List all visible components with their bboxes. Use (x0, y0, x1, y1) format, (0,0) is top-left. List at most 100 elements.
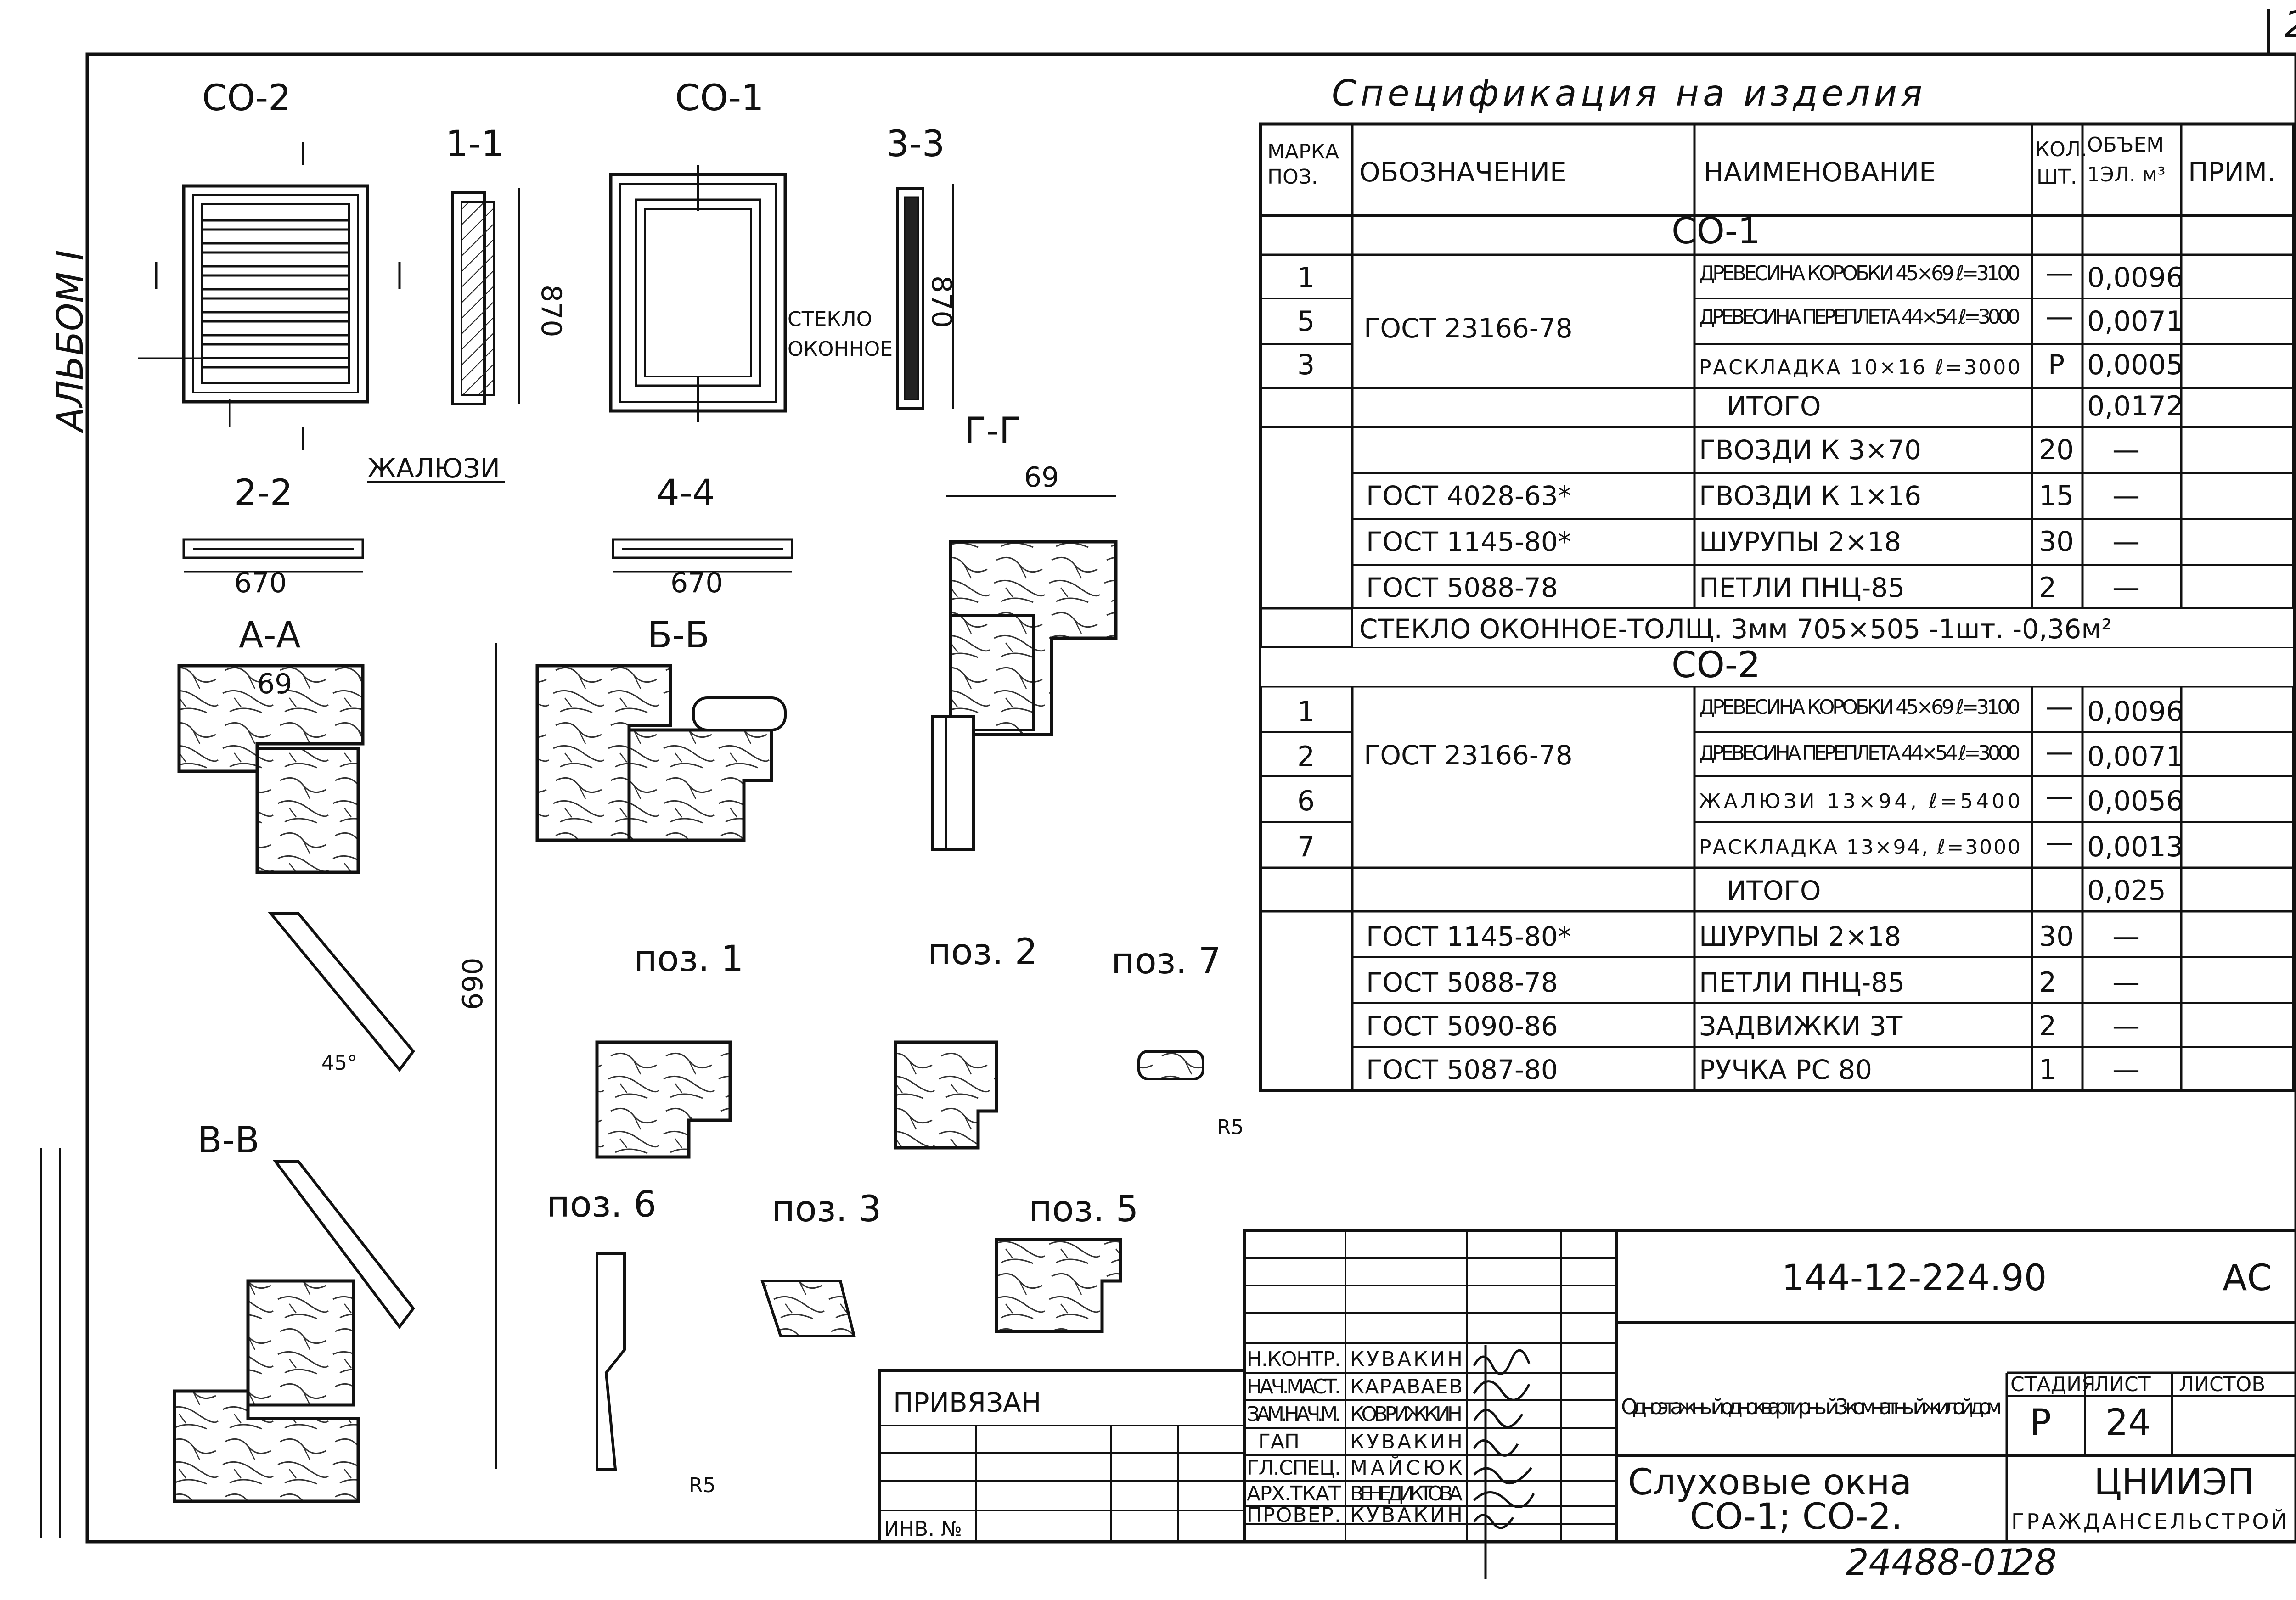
co2-hw4-desig: ГОСТ 5087-80 (1366, 1054, 1558, 1085)
co2-hw3-qty: 2 (2039, 1010, 2056, 1042)
drawing-text: ШТ. (2037, 165, 2077, 189)
signer-name-6: ВЕНЕДИКТОВА (1350, 1482, 1463, 1505)
glass-line: СТЕКЛО ОКОННОЕ-ТОЛЩ. 3мм 705×505 -1шт. -… (1359, 613, 2112, 645)
co2-hw4-vol: — (2112, 1054, 2140, 1086)
dim-870-b: 870 (925, 275, 957, 328)
drawing-text: 1ЭЛ. м³ (2087, 163, 2166, 186)
sec-3-3-label: 3-3 (886, 124, 945, 165)
co1-row2-vol: 0,0071 (2087, 305, 2183, 337)
section-b-b: Б-Б (535, 615, 787, 842)
co2-hw4-name: РУЧКА РС 80 (1699, 1054, 1872, 1085)
co2-row4-name: РАСКЛАДКА 13×94, ℓ=3000 (1699, 836, 2020, 859)
drawing-text: ПОЗ. (1267, 165, 1318, 189)
margin-stamp (40, 1148, 61, 1538)
section-2-2: 2-2 670 (182, 472, 364, 599)
co1-row1-qty: — (2046, 257, 2073, 289)
dim-670-a: 670 (234, 567, 287, 599)
co2-row3-qty: — (2046, 780, 2073, 813)
co1-hw4-qty: 2 (2039, 572, 2056, 604)
sheet-header: ЛИСТ (2094, 1373, 2151, 1396)
signer-role-1: Н.КОНТР. (1247, 1347, 1341, 1371)
co1-row1-vol: 0,0096 (2087, 262, 2183, 294)
doc-code: 144-12-224.90 (1782, 1258, 2047, 1299)
poz1-label: поз. 1 (634, 938, 743, 980)
spec-group-co2: СО-2 (1671, 645, 1761, 686)
project-title: Одноэтажный одноквартирный 3-комнатный ж… (1621, 1394, 2002, 1419)
co2-total-label: ИТОГО (1727, 875, 1821, 906)
co1-row2-qty: — (2046, 301, 2073, 333)
bottom-code: 24488-01 (1846, 1542, 2019, 1583)
co1-hw4-desig: ГОСТ 5088-78 (1366, 572, 1558, 603)
co2-row2-name: ДРЕВЕСИНА ПЕРЕПЛЕТА 44×54 ℓ=3000 (1699, 741, 2020, 765)
co1-desig: ГОСТ 23166-78 (1364, 313, 1573, 344)
signer-role-3: ЗАМ.НАЧ.М. (1247, 1403, 1341, 1426)
sec-vv-label: В-В (197, 1120, 259, 1161)
co2-total: 0,025 (2087, 875, 2166, 907)
poz3-label: поз. 3 (771, 1189, 881, 1230)
album-label: АЛЬБОМ I (50, 250, 91, 434)
org-1: ЦНИИЭП (2094, 1462, 2254, 1503)
co2-row4-qty: — (2046, 826, 2073, 859)
co2-elevation: СО-2 (138, 78, 401, 450)
co2-row1-pos: 1 (1297, 696, 1315, 728)
co2-row4-pos: 7 (1297, 831, 1315, 863)
spec-table: Спецификация на изделия МАРКА ПОЗ. ОБОЗН… (1259, 73, 2296, 1092)
co2-hw1-desig: ГОСТ 1145-80* (1366, 921, 1571, 952)
co1-row2-pos: 5 (1297, 305, 1315, 337)
blinds-label: ЖАЛЮЗИ (367, 453, 500, 484)
co1-row1-pos: 1 (1297, 262, 1315, 294)
co2-row1-qty: — (2046, 691, 2073, 723)
sec-1-1-label: 1-1 (445, 124, 504, 165)
signatures (1473, 1345, 1535, 1579)
co1-hw4-vol: — (2112, 572, 2140, 604)
poz2-label: поз. 2 (928, 932, 1037, 973)
section-g-g: Г-Г 69 (931, 410, 1118, 851)
co1-row3-qty: Р (2048, 349, 2065, 381)
co2-row1-vol: 0,0096 (2087, 696, 2183, 728)
r5-label-a: R5 (1217, 1116, 1244, 1139)
sheet-title-1: Слуховые окна (1628, 1462, 1912, 1503)
poz-details: поз. 1 поз. 2 поз. 7 R5 поз. 6 R5 поз. 3… (546, 932, 1244, 1497)
signer-name-3: КОВРИЖКИН (1350, 1403, 1463, 1426)
spec-header-qty: КОЛ. (2035, 138, 2087, 161)
signer-role-4: ГАП (1258, 1430, 1300, 1454)
signer-role-5: ГЛ.СПЕЦ. (1247, 1456, 1341, 1480)
co2-row3-vol: 0,0056 (2087, 785, 2183, 817)
signer-role-6: АРХ.ТКАТ (1247, 1482, 1341, 1505)
spec-header-vol: ОБЪЕМ (2087, 133, 2164, 157)
co2-hw1-vol: — (2112, 921, 2140, 953)
r5-label-b: R5 (689, 1474, 716, 1497)
spec-header-note: ПРИМ. (2188, 157, 2275, 188)
co2-row3-pos: 6 (1297, 785, 1315, 817)
glass-label-1: СТЕКЛО (788, 308, 872, 331)
section-v-v: В-В (173, 1120, 415, 1503)
co2-hw3-desig: ГОСТ 5090-86 (1366, 1011, 1558, 1042)
doc-mark: АС (2223, 1258, 2272, 1299)
co1-hw1-qty: 20 (2039, 434, 2074, 466)
co1-hw1-vol: — (2112, 434, 2140, 466)
co2-row4-vol: 0,0013 (2087, 831, 2183, 863)
inv-label: ИНВ. № (884, 1517, 962, 1541)
sheet-title-2: СО-1; СО-2. (1690, 1496, 1902, 1538)
co2-row3-name: ЖАЛЮЗИ 13×94, ℓ=5400 (1699, 790, 2020, 813)
dim-670-b: 670 (670, 567, 723, 599)
section-3-3: 3-3 870 (886, 124, 957, 410)
signer-name-2: КАРАВАЕВ (1350, 1375, 1463, 1398)
spec-group-co1: СО-1 (1671, 211, 1761, 252)
sheet-value: 24 (2105, 1402, 2151, 1443)
org-2: ГРАЖДАНСЕЛЬСТРОЙ (2011, 1509, 2287, 1534)
co1-hw2-vol: — (2112, 480, 2140, 512)
co1-hw3-name: ШУРУПЫ 2×18 (1699, 526, 1901, 557)
dim-69-gg: 69 (1024, 461, 1059, 494)
signer-name-4: КУВАКИН (1350, 1430, 1463, 1454)
co1-hw2-name: ГВОЗДИ К 1×16 (1699, 480, 1921, 511)
section-a-a: А-А 69 45° 690 (177, 615, 497, 1469)
co1-total: 0,0172 (2087, 390, 2183, 422)
bound-label: ПРИВЯЗАН (893, 1387, 1041, 1418)
co2-hw3-name: ЗАДВИЖКИ 3Т (1699, 1011, 1903, 1042)
co1-hw3-qty: 30 (2039, 526, 2074, 558)
co1-row3-vol: 0,0005 (2087, 349, 2183, 381)
co2-hw2-qty: 2 (2039, 966, 2056, 999)
co2-row2-pos: 2 (1297, 741, 1315, 773)
